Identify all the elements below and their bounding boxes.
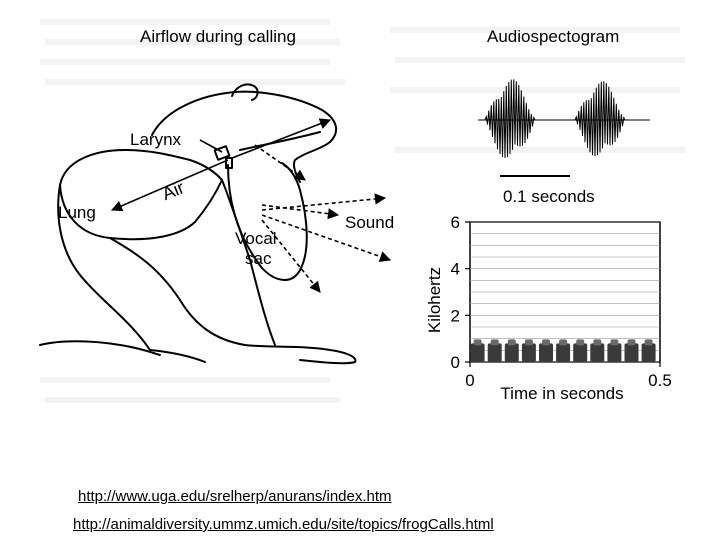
frog-belly <box>57 184 151 351</box>
frog-body-outline <box>59 149 223 241</box>
x-tick-label: 0.5 <box>648 371 672 390</box>
sound-arrow-1 <box>254 144 306 181</box>
spectrogram-pulse-harmonic <box>473 339 482 346</box>
frog-eye <box>231 83 259 101</box>
larynx-pointer <box>199 139 223 153</box>
spectrogram-pulse-harmonic <box>490 339 499 346</box>
frog-call-figure: Airflow during calling Larynx Air Lung S… <box>39 19 685 403</box>
time-scale-label: 0.1 seconds <box>503 187 595 206</box>
spectrogram-pulse-harmonic <box>627 339 636 346</box>
spectrogram-pulse <box>470 343 485 362</box>
sound-label: Sound <box>345 213 394 232</box>
vocal-sac-label-line1: Vocal <box>235 229 277 248</box>
spectrogram-pulse-harmonic <box>542 339 550 346</box>
spectrogram-pulse <box>641 343 656 362</box>
larynx-box <box>213 145 231 161</box>
spectrogram-pulse <box>539 343 553 362</box>
spectrogram-pulse-harmonic <box>524 339 533 346</box>
frog-hind-leg <box>109 237 357 365</box>
waveform <box>478 79 650 159</box>
frog-back-lower <box>221 179 276 346</box>
spectrogram-pulse <box>556 343 571 362</box>
sound-arrow-3 <box>261 193 387 211</box>
frog-mouth <box>239 131 321 151</box>
spectrogram-pulse <box>607 343 622 362</box>
spectrogram-pulse-harmonic <box>576 339 585 346</box>
spectrogram-pulse-harmonic <box>593 339 602 346</box>
y-tick-label: 6 <box>451 213 460 232</box>
y-tick-label: 0 <box>451 353 460 372</box>
lung-label: Lung <box>58 203 96 222</box>
vocal-sac-label-line2: sac <box>245 249 272 268</box>
frog-foot-2 <box>149 349 206 363</box>
air-arrow-to-head <box>231 118 332 159</box>
larynx-box-2 <box>225 157 233 169</box>
airflow-arrows <box>110 118 332 212</box>
diagram-title: Airflow during calling <box>140 27 296 46</box>
spectrogram-pulse <box>624 343 639 362</box>
source-link-animaldiversity[interactable]: http://animaldiversity.ummz.umich.edu/si… <box>73 516 494 533</box>
y-tick-label: 4 <box>451 260 460 279</box>
source-link-uga[interactable]: http://www.uga.edu/srelherp/anurans/inde… <box>78 488 392 505</box>
audiospectogram-title: Audiospectogram <box>487 27 619 46</box>
background-faint-text <box>40 19 685 403</box>
frog-head-outline <box>151 90 338 183</box>
air-label: Air <box>159 177 187 204</box>
x-tick-label: 0 <box>465 371 474 390</box>
air-arrow-to-lung <box>110 159 229 212</box>
y-tick-label: 2 <box>451 306 460 325</box>
y-axis-label: Kilohertz <box>425 267 444 333</box>
spectrogram-pulse-harmonic <box>610 339 619 346</box>
sound-arrow-5 <box>261 219 321 293</box>
spectrogram-pulse <box>504 343 519 362</box>
spectrogram-pulse <box>487 343 502 362</box>
x-axis-label: Time in seconds <box>500 384 623 403</box>
spectrogram-pulse-harmonic <box>507 339 516 346</box>
spectrogram-pulse-harmonic <box>644 339 653 346</box>
frog-illustration <box>39 83 357 365</box>
spectrogram-plot: 0 2 4 6 0 0.5 <box>451 213 672 390</box>
larynx-label: Larynx <box>130 130 182 149</box>
sound-arrows <box>254 144 392 293</box>
frog-foot <box>39 340 161 356</box>
spectrogram-pulse <box>521 343 536 362</box>
waveform-burst <box>484 79 536 159</box>
waveform-burst <box>574 81 626 157</box>
sound-arrow-2 <box>261 204 340 220</box>
spectrogram-pulse <box>573 343 588 362</box>
sound-arrow-4 <box>261 214 392 262</box>
spectrogram-pulse-harmonic <box>559 339 568 346</box>
spectrogram-pulse <box>590 343 605 362</box>
